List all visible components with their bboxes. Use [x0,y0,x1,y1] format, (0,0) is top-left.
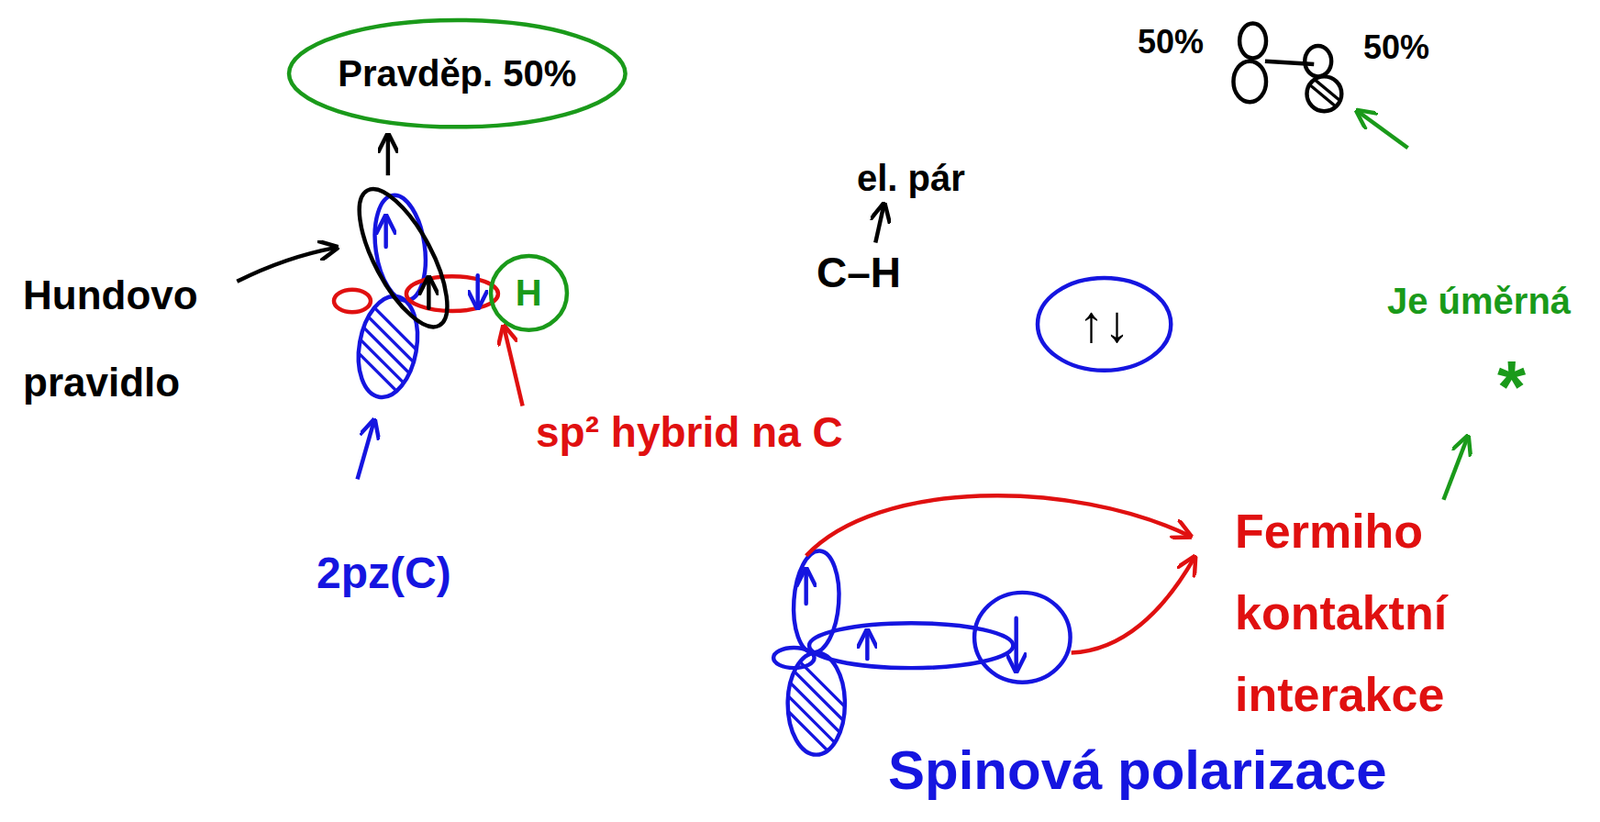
spin-up-arrow [803,571,808,605]
orbital-lobe [1239,23,1267,59]
title-label: Spinová polarizace [888,738,1388,802]
orbital-sketch [1233,23,1346,113]
orbital-figure [333,177,499,423]
note-label: Je úměrná [1387,279,1571,323]
leader-arrow [357,422,375,479]
spin-up-arrow [383,218,388,247]
percent-label: 50% [1137,22,1204,61]
hatching [775,637,857,781]
h-orbital [974,592,1070,683]
bond-orbital [342,177,465,339]
sp2-lobe [406,276,499,312]
interaction-label: Fermiho kontaktní interakce [1234,490,1511,736]
node-text: H [515,271,543,314]
hatching [1305,76,1346,112]
leader-arrow [386,136,390,176]
node-outline-shape [490,255,567,331]
spin-down-arrow [475,275,479,306]
interaction-arrow [806,495,1189,556]
orbital-label: 2pz(C) [316,547,452,599]
hatch-line [346,326,429,409]
pair-label: el. pár [856,156,966,200]
node-outline-shape [1037,277,1171,371]
hatching [346,280,429,424]
bond-label: C–H [816,248,901,298]
orbital-lobe [1304,45,1332,77]
node-text: Pravděp. 50% [337,52,577,95]
electron-pair-circle: ↑↓ [1034,275,1174,374]
hybrid-label: sp² hybrid na C [535,408,844,457]
sp2-lobe [773,647,814,668]
probability-ellipse: Pravděp. 50% [286,17,629,130]
leader-arrow [1443,438,1467,500]
hatch-line [346,341,429,423]
hydrogen-circle: H [488,253,570,334]
spin-up-arrow [865,632,869,659]
percent-label: 50% [1363,28,1430,67]
asterisk-mark: * [1497,344,1526,430]
hatch-line [775,698,857,780]
hatch-line [775,683,857,766]
leader-arrow [875,206,884,244]
hatch-line [1311,76,1347,106]
p-orbital-lobe [368,191,433,304]
spin-down-arrow [1013,618,1018,670]
leader-arrow [236,247,335,282]
node-text: ↑↓ [1077,294,1130,354]
node-outline-shape [288,20,626,127]
sp2-lobe [333,289,371,312]
spin-up-arrow [426,279,431,309]
orbital-lobe [1233,61,1267,102]
rule-label: Hundovo pravidlo [22,251,216,426]
leader-arrow [1358,111,1408,148]
leader-arrow [504,328,523,406]
interaction-arrow [1071,558,1194,653]
